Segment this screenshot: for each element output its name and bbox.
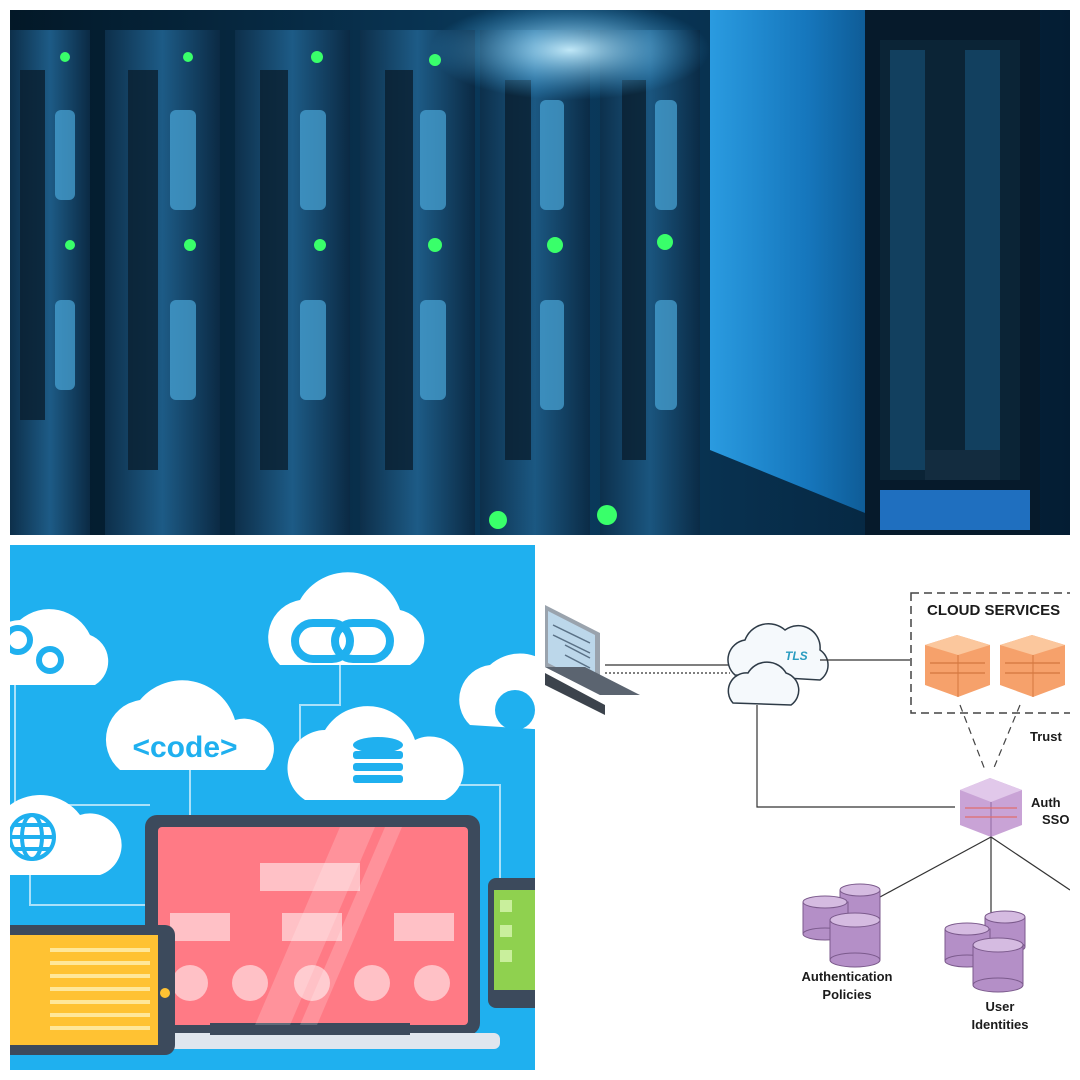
light-glow <box>430 10 710 100</box>
gear-icon <box>10 625 64 674</box>
tablet-device <box>10 925 175 1055</box>
code-cloud: <code> <box>105 680 274 770</box>
client-laptop <box>545 605 640 715</box>
server-rack-drawing <box>10 10 1070 535</box>
auth-label-line2: SSO <box>1042 812 1069 827</box>
policies-database-icon <box>802 883 881 968</box>
cloud-computing-illustration: <code> <box>10 545 535 1070</box>
server-blades <box>10 30 700 535</box>
phone-device <box>488 878 535 1008</box>
foreground-server-blade <box>710 10 1040 535</box>
authentication-architecture-diagram: TLS CLOUD SERVICES Tr <box>545 545 1070 1070</box>
tls-cloud: TLS <box>727 623 829 706</box>
diagram-drawing: TLS CLOUD SERVICES Tr <box>545 592 1070 1032</box>
link-icon <box>291 619 394 663</box>
cloud-services-label: CLOUD SERVICES <box>927 602 1060 619</box>
database-cloud <box>287 706 464 800</box>
service-box <box>925 635 990 697</box>
identities-label-line2: Identities <box>971 1017 1028 1032</box>
auth-label-line1: Auth <box>1031 795 1061 810</box>
globe-cloud <box>10 795 122 875</box>
server-rack-photo <box>10 10 1070 535</box>
globe-icon <box>10 813 56 861</box>
laptop-device <box>130 815 500 1049</box>
trust-label: Trust <box>1030 729 1062 744</box>
tls-label: TLS <box>785 649 808 663</box>
illustration-drawing: <code> <box>10 545 535 1070</box>
chat-cloud <box>459 653 535 730</box>
database-icon <box>353 737 403 783</box>
policies-label-line2: Policies <box>822 987 871 1002</box>
code-label: <code> <box>132 731 237 764</box>
auth-sso-box: Auth SSO <box>960 778 1069 837</box>
identities-database-icon <box>944 910 1026 993</box>
status-leds <box>60 51 673 529</box>
policies-label-line1: Authentication <box>802 969 893 984</box>
identities-label-line1: User <box>986 999 1015 1014</box>
link-cloud <box>268 572 425 665</box>
cloud-services-group: CLOUD SERVICES <box>910 592 1070 714</box>
chat-icon <box>495 690 535 730</box>
gears-cloud <box>10 609 109 685</box>
service-box <box>1000 635 1065 697</box>
